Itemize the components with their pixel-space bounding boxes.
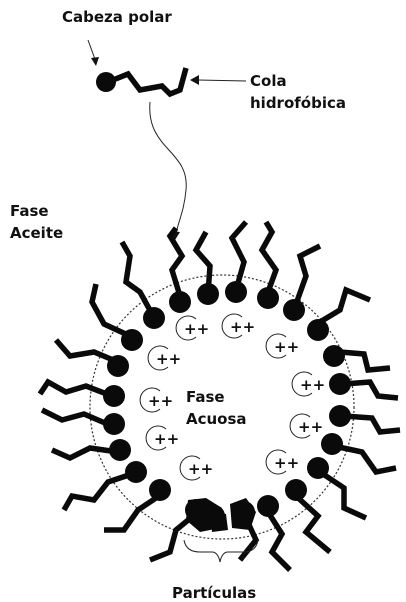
polar-head-label: Cabeza polar <box>62 8 172 26</box>
oil-phase-label-line1: Fase <box>10 202 49 220</box>
counter-ion: ++ <box>176 316 209 340</box>
svg-text:++: ++ <box>274 338 299 356</box>
counter-ion: ++ <box>266 334 299 358</box>
svg-text:++: ++ <box>298 418 323 436</box>
tail-arrow <box>190 75 246 85</box>
svg-text:++: ++ <box>154 430 179 448</box>
counter-ion: ++ <box>222 314 255 338</box>
counter-ion: ++ <box>140 388 173 412</box>
svg-text:++: ++ <box>148 392 173 410</box>
counter-ion: ++ <box>266 450 299 474</box>
counter-ion: ++ <box>290 414 323 438</box>
legend-polar-head <box>96 72 116 92</box>
svg-text:++: ++ <box>188 460 213 478</box>
counter-ions: ++ ++ ++ ++ ++ ++ ++ ++ <box>140 314 325 480</box>
micelle-boundary <box>90 275 354 539</box>
svg-text:++: ++ <box>300 376 325 394</box>
counter-ion: ++ <box>292 372 325 396</box>
counter-ion: ++ <box>146 426 179 450</box>
aqueous-phase-label-line1: Fase <box>186 388 225 406</box>
tail-label-line2: hidrofóbica <box>250 94 346 112</box>
tail-label-line1: Cola <box>250 72 287 90</box>
svg-text:++: ++ <box>184 320 209 338</box>
legend-hydrophobic-tail <box>108 68 186 94</box>
particles-label: Partículas <box>172 584 256 602</box>
svg-text:++: ++ <box>156 350 181 368</box>
particles <box>186 498 256 532</box>
counter-ion: ++ <box>180 456 213 480</box>
svg-text:++: ++ <box>274 454 299 472</box>
svg-text:++: ++ <box>230 318 255 336</box>
aqueous-phase-label-line2: Acuosa <box>186 410 247 428</box>
legend-surfactant-molecule <box>96 68 186 94</box>
polar-head-arrow <box>88 40 99 66</box>
counter-ion: ++ <box>148 346 181 370</box>
connector-arrow <box>150 102 187 240</box>
oil-phase-label-line2: Aceite <box>10 224 63 242</box>
